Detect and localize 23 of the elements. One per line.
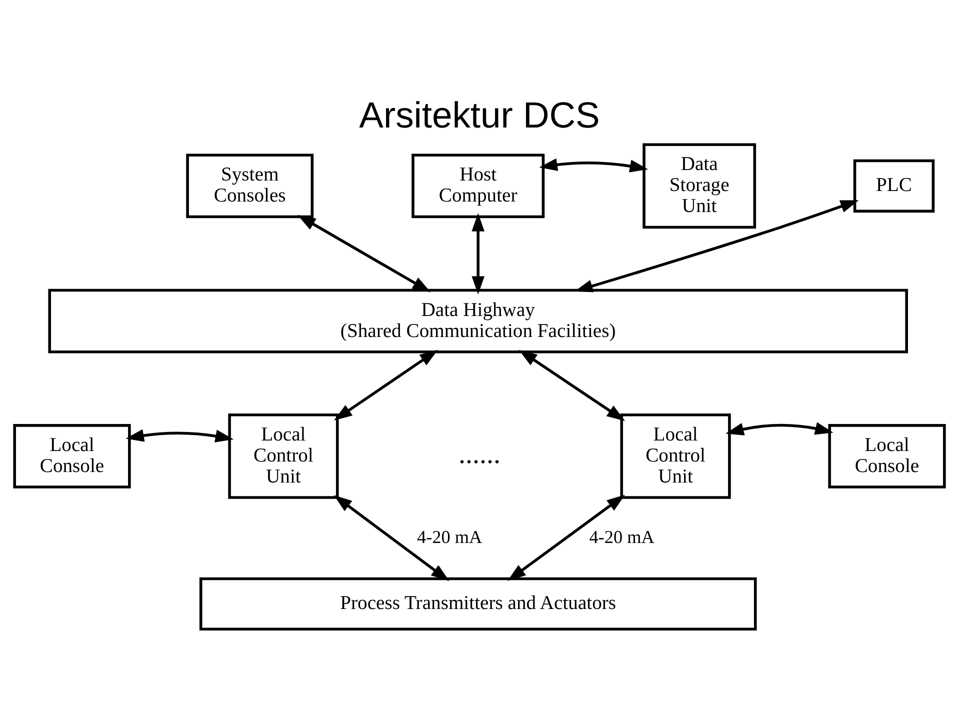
node-box: Process Transmitters and Actuators (198, 577, 756, 631)
node-box: System Consoles (186, 154, 314, 218)
node-box: PLC (852, 159, 934, 213)
label: ...... (458, 439, 500, 470)
arrow (538, 158, 648, 172)
node-box: Local Console (828, 424, 946, 488)
node-box: Data Highway (Shared Communication Facilities) (48, 288, 908, 354)
arrow (471, 213, 484, 294)
node-box: Data Storage Unit (642, 143, 756, 229)
node-box: Local Control Unit (228, 414, 338, 499)
node-box: Local Control Unit (620, 414, 730, 499)
edge-label: 4-20 mA (588, 526, 654, 547)
arrow (333, 350, 438, 421)
arrow (725, 422, 833, 436)
arrow (333, 495, 449, 582)
node-box: Host Computer (411, 154, 544, 218)
arrow (125, 429, 234, 442)
arrow (296, 214, 430, 292)
edge-label: 4-20 mA (416, 526, 482, 547)
node-box: Local Console (12, 424, 130, 488)
arrow (518, 350, 625, 421)
arrow (507, 494, 624, 581)
diagram-title: Arsitektur DCS (358, 94, 600, 136)
